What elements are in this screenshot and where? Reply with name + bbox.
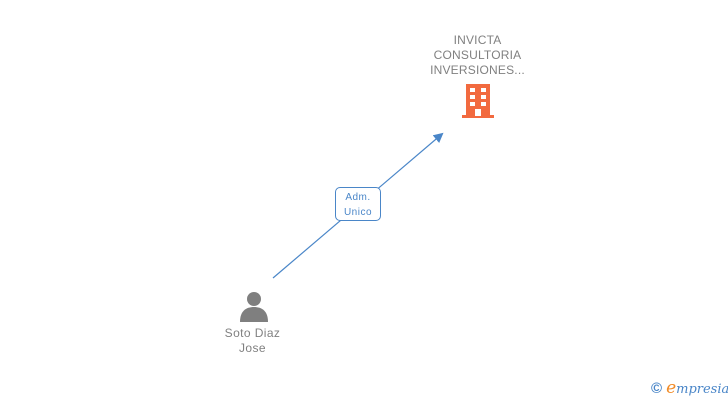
company-name-line: CONSULTORIA: [433, 48, 522, 62]
person-name-line: Jose: [239, 341, 266, 355]
person-node-label[interactable]: Soto Diaz Jose: [205, 326, 300, 356]
brand-footer: © empresia: [651, 378, 728, 398]
company-name-line: INVERSIONES...: [430, 63, 525, 77]
company-name-line: INVICTA: [453, 33, 502, 47]
copyright-icon: ©: [651, 379, 663, 397]
brand-logo: empresia: [666, 378, 728, 398]
role-line: Unico: [343, 207, 373, 218]
person-icon[interactable]: [238, 290, 270, 322]
role-line: Adm.: [345, 192, 371, 203]
building-icon[interactable]: [462, 84, 494, 118]
role-badge[interactable]: Adm. Unico: [335, 187, 381, 221]
company-node-label[interactable]: INVICTA CONSULTORIA INVERSIONES...: [405, 33, 550, 78]
person-name-line: Soto Diaz: [224, 326, 281, 340]
